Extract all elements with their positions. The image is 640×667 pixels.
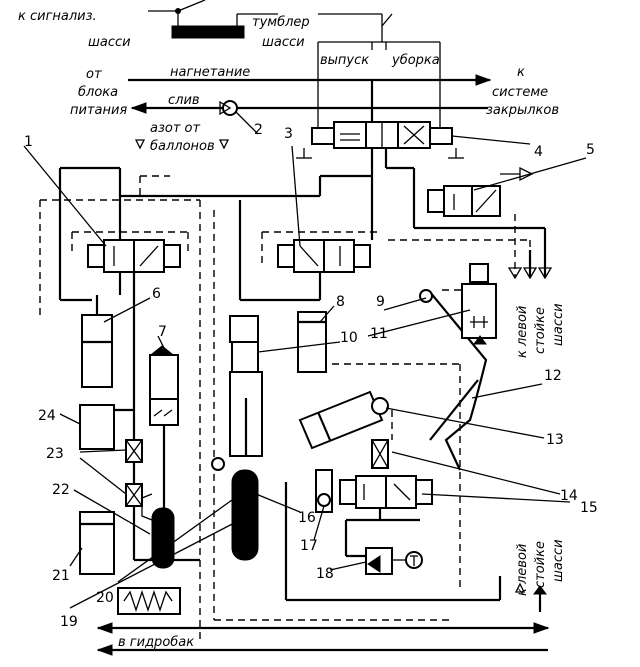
check-valve-14 bbox=[371, 439, 389, 469]
pressure-switch-18 bbox=[365, 547, 423, 575]
toggle-chassis-label-2: шасси bbox=[262, 35, 305, 50]
callout-leaders bbox=[23, 111, 587, 609]
callout-6: 6 bbox=[152, 286, 161, 302]
callout-15: 15 bbox=[580, 500, 598, 516]
to-flap-system-label-3: закрылков bbox=[486, 103, 559, 118]
from-power-unit-label-1: от bbox=[86, 67, 102, 82]
callout-17: 17 bbox=[300, 538, 318, 554]
accumulator-19 bbox=[231, 469, 259, 561]
toggle-chassis-label-1: тумблер bbox=[252, 15, 310, 30]
component-24 bbox=[79, 404, 115, 450]
callout-7: 7 bbox=[158, 324, 167, 340]
callout-1: 1 bbox=[24, 134, 33, 150]
valve-15 bbox=[339, 475, 433, 509]
callout-10: 10 bbox=[340, 330, 358, 346]
cylinder-8 bbox=[297, 311, 327, 373]
check-valve-17 bbox=[315, 469, 333, 513]
callout-14: 14 bbox=[560, 488, 578, 504]
valve-body-10 bbox=[229, 315, 263, 457]
callout-22: 22 bbox=[52, 482, 70, 498]
callout-19: 19 bbox=[60, 614, 78, 630]
spring-component-20 bbox=[117, 587, 181, 615]
actuator-7 bbox=[149, 345, 179, 510]
callout-5: 5 bbox=[586, 142, 595, 158]
drain-line bbox=[130, 100, 488, 116]
main-selector-valve bbox=[296, 121, 464, 159]
to-left-strut-bottom-label-3: шасси bbox=[551, 539, 566, 582]
to-left-strut-top-label-2: стойке bbox=[533, 307, 548, 354]
pressure-line-label: нагнетание bbox=[170, 65, 250, 80]
nitrogen-label-2: баллонов bbox=[150, 139, 215, 154]
tank-return-line bbox=[96, 622, 550, 656]
cylinder-6 bbox=[81, 295, 113, 388]
chassis-toggle-switch bbox=[171, 25, 245, 39]
callout-16: 16 bbox=[298, 510, 316, 526]
signal-chassis-label-2: шасси bbox=[88, 35, 131, 50]
callout-13: 13 bbox=[546, 432, 564, 448]
to-flap-system-label-1: к bbox=[517, 65, 525, 80]
to-left-strut-top-label-3: шасси bbox=[551, 303, 566, 346]
callout-23: 23 bbox=[46, 446, 64, 462]
nitrogen-port-left-icon bbox=[134, 139, 146, 150]
callout-8: 8 bbox=[336, 294, 345, 310]
valve-1 bbox=[71, 231, 189, 273]
release-label: выпуск bbox=[320, 53, 369, 68]
callout-4: 4 bbox=[534, 144, 543, 160]
from-power-unit-label-3: питания bbox=[70, 103, 127, 118]
to-left-strut-bottom-label-1: к левой bbox=[515, 544, 530, 596]
callout-3: 3 bbox=[284, 126, 293, 142]
cylinder-13 bbox=[298, 390, 389, 450]
component-21 bbox=[79, 511, 115, 575]
to-hydraulic-tank-label: в гидробак bbox=[118, 635, 194, 650]
electrical-wiring bbox=[148, 0, 441, 128]
from-power-unit-label-2: блока bbox=[78, 85, 118, 100]
signal-chassis-label-1: к сигнализ. bbox=[18, 9, 97, 24]
callout-21: 21 bbox=[52, 568, 70, 584]
drain-line-label: слив bbox=[168, 93, 200, 108]
callout-20: 20 bbox=[96, 590, 114, 606]
pressure-line bbox=[128, 74, 492, 86]
retract-label: уборка bbox=[391, 53, 440, 68]
valve-5 bbox=[427, 166, 534, 217]
check-valves-23 bbox=[125, 439, 143, 507]
lock-valve-11 bbox=[461, 263, 497, 345]
to-left-strut-top-label-1: к левой bbox=[515, 306, 530, 358]
nitrogen-label-1: азот от bbox=[150, 121, 200, 136]
nitrogen-port-right-icon bbox=[218, 139, 230, 150]
valve-3 bbox=[261, 231, 380, 273]
callout-11: 11 bbox=[370, 326, 388, 342]
callout-12: 12 bbox=[544, 368, 562, 384]
callout-2: 2 bbox=[254, 122, 263, 138]
callout-9: 9 bbox=[376, 294, 385, 310]
callout-24: 24 bbox=[38, 408, 56, 424]
to-left-strut-bottom-label-2: стойке bbox=[533, 541, 548, 588]
callout-18: 18 bbox=[316, 566, 334, 582]
lever-12 bbox=[419, 289, 488, 471]
to-flap-system-label-2: системе bbox=[492, 85, 548, 100]
